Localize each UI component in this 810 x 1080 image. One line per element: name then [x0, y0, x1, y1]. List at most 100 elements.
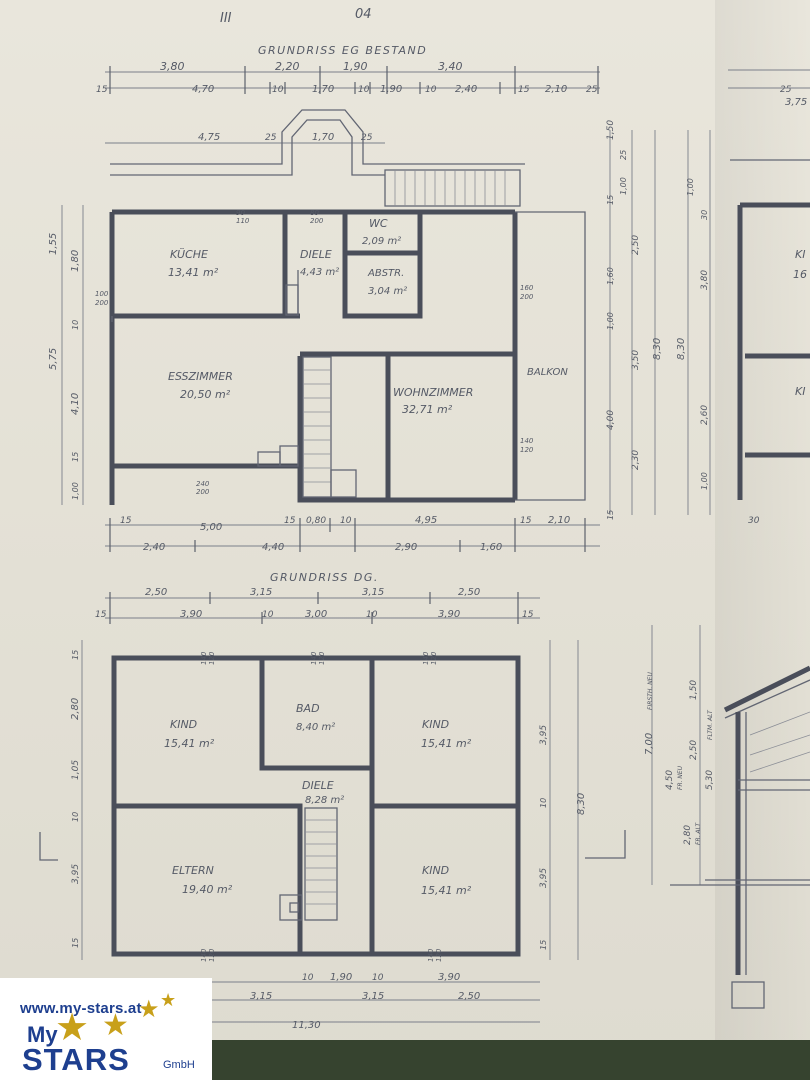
eg-opening-6: 140 — [520, 437, 534, 445]
eg-dim-top2-1: 4,70 — [192, 84, 214, 95]
eg-room-name-2: WC — [369, 217, 388, 230]
dg-dim-top2-6: 15 — [522, 610, 534, 620]
dg-opening-4: 140 — [422, 651, 430, 665]
dg-section-mark-left — [39, 832, 58, 861]
dg-room-name-2: KIND — [422, 718, 449, 731]
eg-opening-2: 80 — [310, 209, 319, 217]
eg-dim-right-4: 2,50 — [631, 235, 641, 255]
eg-dim-right-2: 15 — [606, 195, 615, 205]
dg-room-name-0: KIND — [170, 718, 197, 731]
eg-dim-right2-1: 3,80 — [700, 270, 710, 290]
side-plan-label-2: KI — [795, 385, 805, 398]
side-plan-label-1: 16 — [793, 268, 807, 281]
dg-dim-left-1: 2,80 — [70, 698, 81, 720]
dg-chimney-flue — [289, 902, 299, 913]
dg-dim-top1-2: 3,15 — [362, 587, 384, 598]
eg-staircase — [302, 356, 357, 498]
dg-room-name-3: DIELE — [302, 779, 334, 792]
eg-dim-right-6: 1,00 — [606, 312, 615, 330]
eg-opening-0: 90 — [236, 209, 245, 217]
eg-room-name-6: BALKON — [527, 367, 568, 378]
eg-balcony — [515, 211, 586, 501]
eg-entry-stairs — [384, 169, 521, 207]
eg-dim-right-10: 2,30 — [631, 450, 641, 470]
dg-dim-top2-3: 3,00 — [305, 609, 327, 620]
eg-dim-top2-5: 1,90 — [380, 84, 402, 95]
dg-dim-top1-0: 2,50 — [145, 587, 167, 598]
eg-room-area-1: 4,43 m² — [300, 267, 339, 278]
eg-dim-left-6: 1,00 — [71, 482, 80, 500]
dg-dim-bottom2-2: 2,50 — [458, 991, 480, 1002]
paper-fold-shadow — [715, 0, 810, 1080]
dg-room-area-0: 15,41 m² — [164, 737, 215, 750]
eg-dim-right-8: 8,30 — [652, 338, 663, 360]
eg-dim-right-9: 4,00 — [606, 410, 616, 430]
eg-dim-left-3: 4,10 — [70, 393, 81, 415]
logo-stars: STARS — [22, 1042, 130, 1077]
eg-room-area-2: 2,09 m² — [362, 236, 401, 247]
eg-room-name-4: ESSZIMMER — [168, 370, 233, 383]
eg-dim-right-7: 3,50 — [631, 350, 641, 370]
logo-my: My — [27, 1022, 58, 1047]
eg-dim-top1-3: 3,40 — [438, 60, 463, 73]
dg-dim-bottom1-2: 10 — [372, 973, 384, 983]
dg-dim-bottom2-0: 3,15 — [250, 991, 272, 1002]
dg-dim-top2-0: 15 — [95, 610, 107, 620]
eg-stove — [257, 451, 281, 467]
eg-dim-bottom1-7: 2,10 — [548, 515, 570, 526]
dg-walls — [111, 655, 521, 957]
eg-dim-top2-10: 25 — [586, 85, 598, 95]
eg-dim-top2-6: 10 — [425, 85, 437, 95]
eg-dim-left-5: 5,75 — [48, 348, 59, 370]
dg-section-mark-right — [585, 830, 626, 859]
dg-opening-0: 140 — [200, 651, 208, 665]
eg-dim-bottom1-2: 15 — [284, 516, 296, 526]
dg-opening-8: 140 — [427, 948, 435, 962]
side-dim-bottom: 30 — [748, 516, 760, 526]
section-label-5: 2,50 — [689, 740, 699, 760]
star-icon: ★ — [102, 1008, 129, 1043]
dg-room-area-2: 15,41 m² — [421, 737, 472, 750]
eg-dim-bottom2-0: 2,40 — [143, 542, 165, 553]
section-label-9: FR. ALT — [695, 822, 702, 845]
eg-dim-left-1: 1,80 — [70, 250, 81, 272]
eg-dim-top3-0: 4,75 — [198, 132, 220, 143]
eg-dim-right2-3: 1,00 — [700, 472, 709, 490]
eg-dim-top3-1: 25 — [265, 133, 277, 143]
section-label-4: FR. NEU — [677, 765, 684, 790]
dg-dim-top1-3: 2,50 — [458, 587, 480, 598]
logo-url: www.my-stars.at — [20, 1000, 142, 1017]
side-plan-walls — [737, 202, 810, 500]
dg-opening-2: 140 — [310, 651, 318, 665]
dg-opening-5: 120 — [430, 651, 438, 665]
eg-dim-ticks-bottom — [109, 518, 586, 552]
dg-room-name-1: BAD — [296, 702, 320, 715]
eg-room-name-3: ABSTR. — [367, 268, 404, 279]
section-label-1: FIRSTH. NEU — [647, 672, 654, 710]
dg-dim-left-2: 1,05 — [71, 760, 81, 780]
eg-walls — [109, 209, 518, 505]
eg-dim-top2-0: 15 — [96, 85, 108, 95]
eg-dim-left-2: 10 — [71, 320, 80, 330]
eg-dim-farright-0: 25 — [780, 85, 792, 95]
dg-dim-bottom2-1: 3,15 — [362, 991, 384, 1002]
eg-room-name-0: KÜCHE — [170, 248, 208, 261]
dg-dim-right-2: 3,95 — [539, 868, 549, 888]
eg-dim-right-11: 15 — [606, 510, 615, 520]
dg-title: GRUNDRISS DG. — [270, 571, 379, 584]
eg-dim-bottom2-3: 1,60 — [480, 542, 502, 553]
dg-dim-top1-1: 3,15 — [250, 587, 272, 598]
eg-dim-left-0: 1,55 — [48, 233, 59, 255]
dg-dim-right-3: 15 — [539, 940, 548, 950]
dg-staircase — [304, 807, 338, 921]
dg-dim-left-3: 10 — [71, 812, 80, 822]
eg-dim-top2-7: 2,40 — [455, 84, 477, 95]
eg-dim-top1-0: 3,80 — [160, 60, 185, 73]
dg-room-area-4: 19,40 m² — [182, 883, 233, 896]
eg-dim-top3-2: 1,70 — [312, 132, 334, 143]
eg-opening-1: 110 — [236, 217, 250, 225]
eg-opening-3: 200 — [310, 217, 324, 225]
section-label-2: 1,50 — [689, 680, 699, 700]
